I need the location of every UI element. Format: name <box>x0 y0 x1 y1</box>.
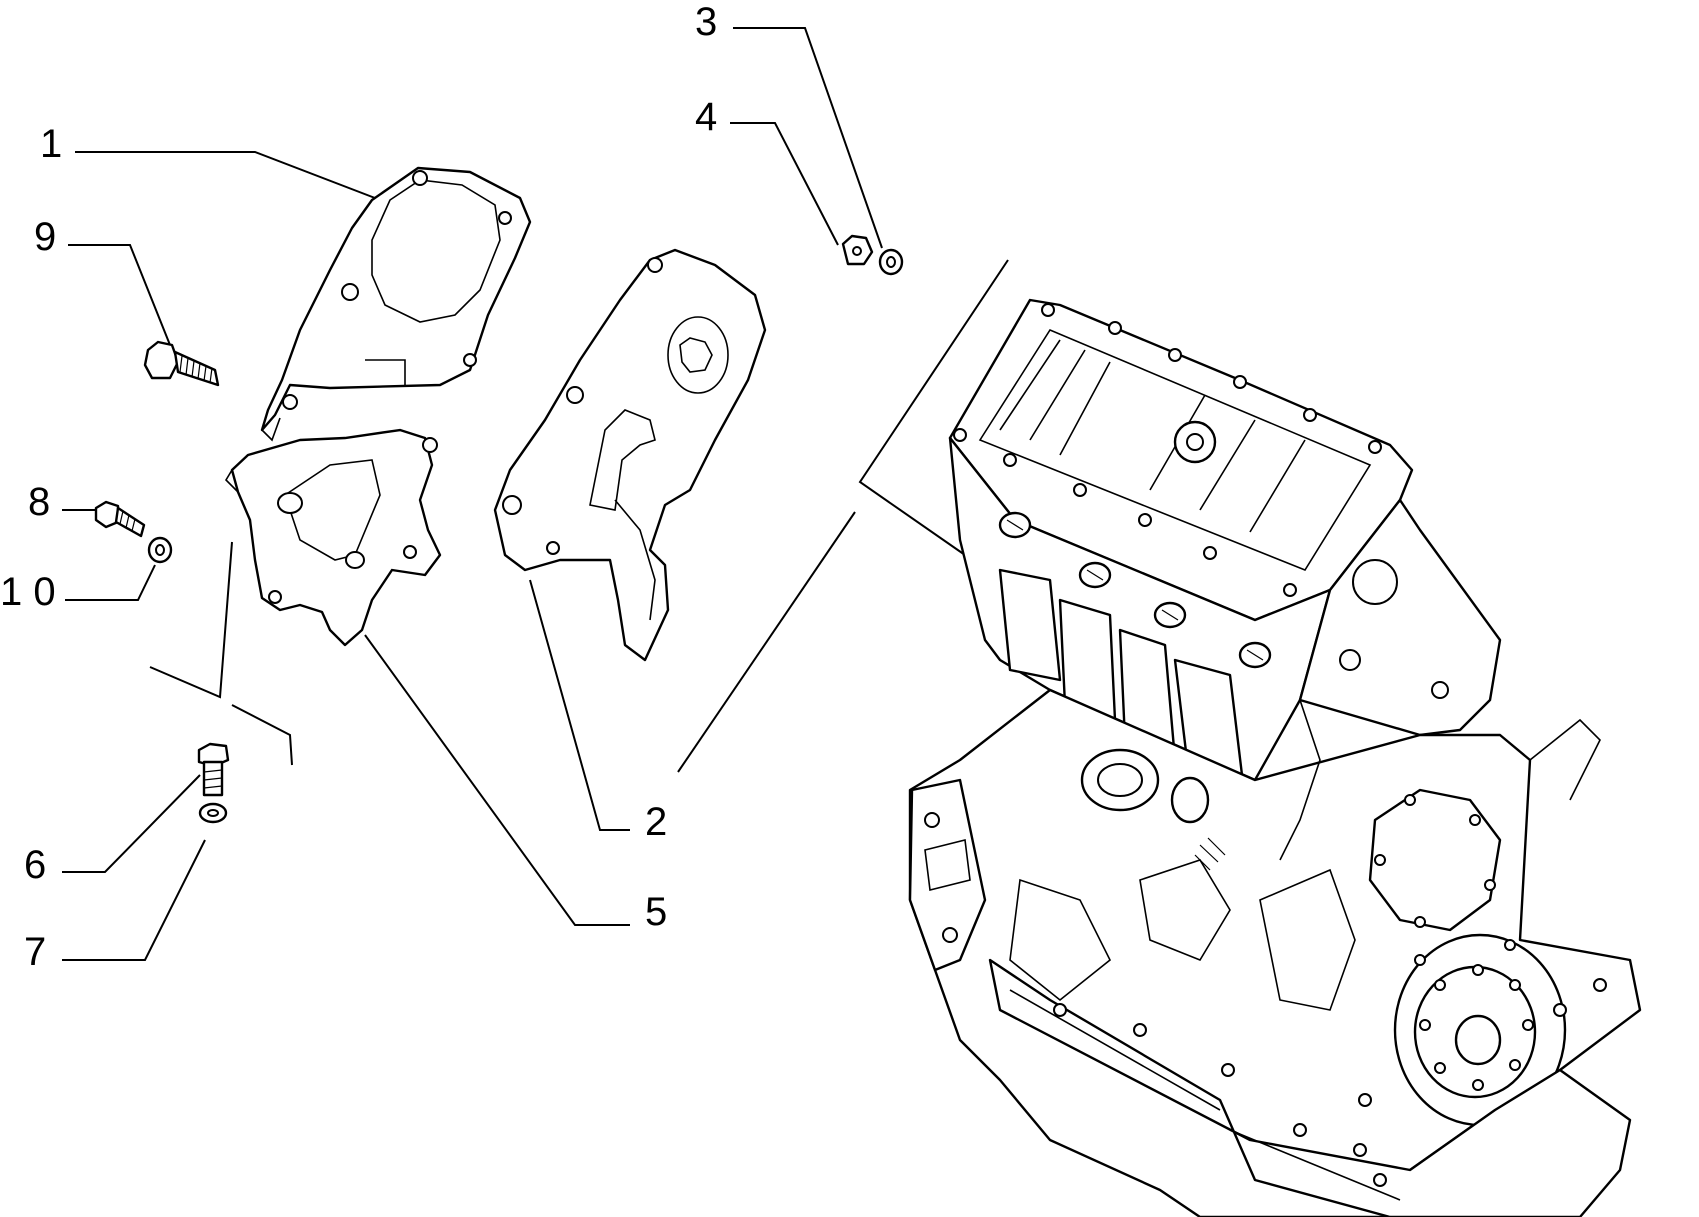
callout-3: 3 <box>695 0 717 44</box>
engine-block <box>908 298 1642 1217</box>
leader-4 <box>730 122 839 246</box>
part-7-washer <box>198 802 228 824</box>
leader-lines <box>62 27 1009 961</box>
callout-4: 4 <box>695 95 717 139</box>
callout-6: 6 <box>24 843 46 887</box>
callout-8: 8 <box>28 480 50 524</box>
part-2-front-timing-cover <box>493 248 767 662</box>
callout-5: 5 <box>645 890 667 934</box>
leader-2b <box>677 511 856 773</box>
leader-10 <box>65 564 156 601</box>
callout-1: 1 <box>40 122 62 166</box>
part-4-nut <box>841 234 874 266</box>
leader-3 <box>733 27 883 249</box>
callout-2: 2 <box>645 800 667 844</box>
leader-1 <box>75 151 376 199</box>
leader-2a <box>529 579 630 831</box>
leader-9 <box>68 244 171 346</box>
part-5-bracket <box>224 428 442 647</box>
leader-5 <box>364 634 630 926</box>
part-3-washer <box>878 248 904 276</box>
part-1-rear-timing-cover <box>260 166 532 442</box>
part-9-bolt <box>143 340 220 387</box>
part-10-washer <box>147 536 173 564</box>
callout-10: 1 0 <box>0 570 56 614</box>
callout-7: 7 <box>24 930 46 974</box>
leader-7 <box>62 839 206 961</box>
reference-line-upper <box>858 259 1009 556</box>
part-8-bolt <box>94 500 146 538</box>
callout-9: 9 <box>34 215 56 259</box>
leader-6 <box>62 774 201 873</box>
part-6-bolt <box>197 742 230 797</box>
reference-line-left-2 <box>231 704 293 766</box>
reference-line-left <box>149 541 233 699</box>
